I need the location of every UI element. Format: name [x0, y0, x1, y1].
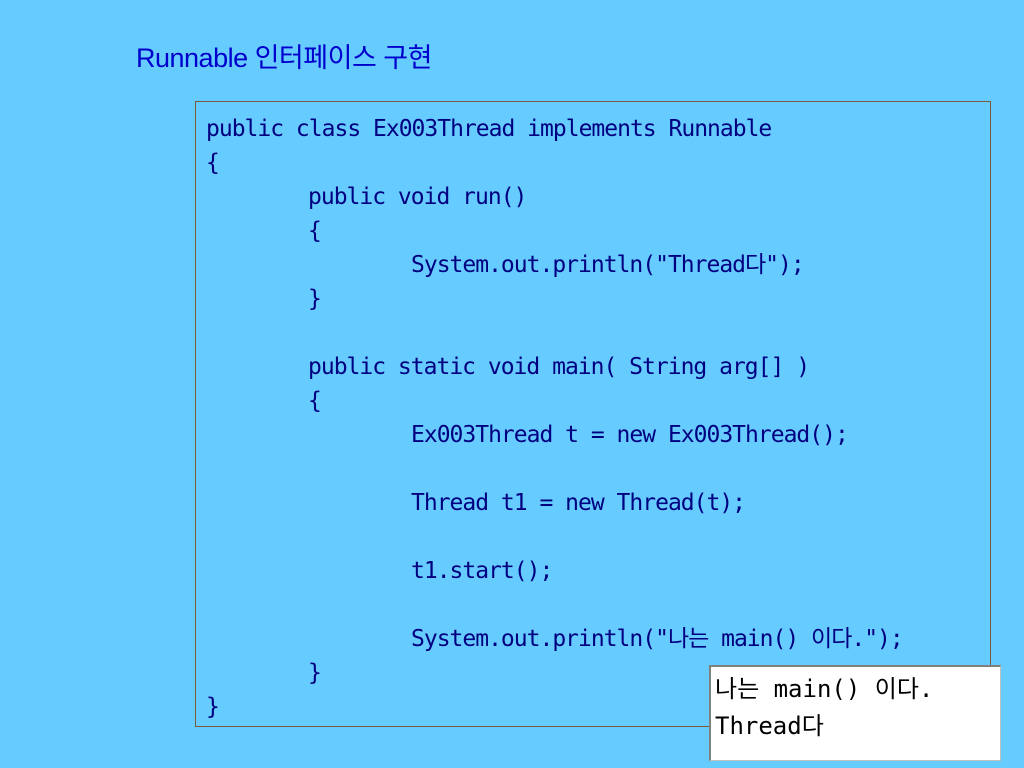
code-line: } [206, 694, 220, 720]
slide-title: Runnable 인터페이스 구현 [136, 43, 432, 73]
code-line: } [308, 660, 322, 686]
output-line: Thread다 [715, 712, 824, 740]
code-line: public static void main( String arg[] ) [308, 354, 810, 380]
code-line: { [206, 150, 220, 176]
code-line: { [308, 388, 322, 414]
code-line: System.out.println("나는 main() 이다."); [411, 626, 904, 652]
code-line: } [308, 286, 322, 312]
console-output: 나는 main() 이다. Thread다 [709, 665, 1001, 761]
code-line: public class Ex003Thread implements Runn… [206, 116, 772, 142]
code-line: System.out.println("Thread다"); [411, 252, 805, 278]
output-line: 나는 main() 이다. [715, 675, 934, 703]
code-line: { [308, 218, 322, 244]
code-line: public void run() [308, 184, 527, 210]
code-block: public class Ex003Thread implements Runn… [195, 101, 991, 727]
code-line: Thread t1 = new Thread(t); [411, 490, 746, 516]
code-line: Ex003Thread t = new Ex003Thread(); [411, 422, 849, 448]
code-line: t1.start(); [411, 558, 553, 584]
